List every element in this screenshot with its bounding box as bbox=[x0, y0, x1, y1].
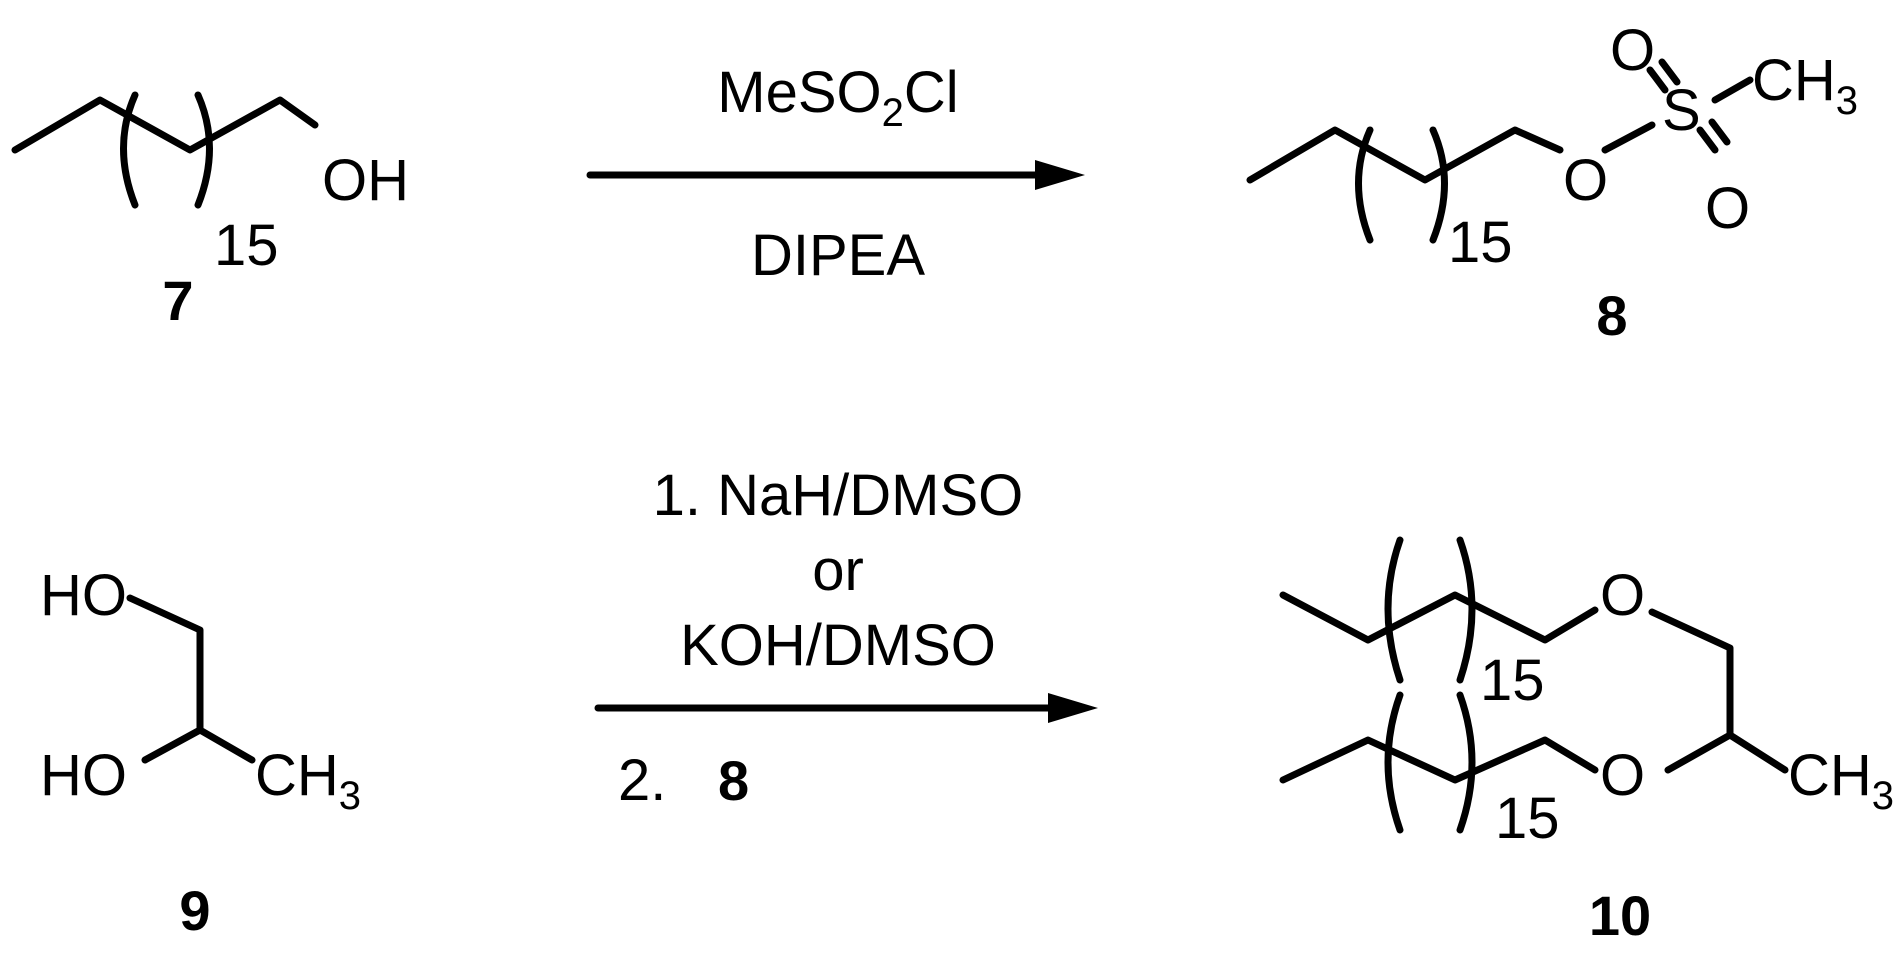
compound-8-o-top-label: O bbox=[1610, 18, 1655, 83]
compound-10-bottom-repeat-bracket-left bbox=[1384, 691, 1404, 834]
reagent-step-1-nah: 1. NaH/DMSO bbox=[653, 463, 1024, 528]
compound-10-top-repeat-bracket-right bbox=[1456, 536, 1476, 684]
compound-7-repeat-count: 15 bbox=[214, 213, 279, 278]
compound-10-bottom-repeat-bracket-right bbox=[1456, 691, 1476, 834]
compound-8-number: 8 bbox=[1596, 284, 1627, 347]
compound-9-methyl-label: CH3 bbox=[255, 743, 361, 818]
compound-10-methyl-label: CH3 bbox=[1788, 743, 1894, 818]
compound-10-bottom-chain-bonds bbox=[1279, 736, 1599, 784]
compound-9-ho-top-label: HO bbox=[40, 563, 127, 628]
reagent-step-2-compound: 8 bbox=[718, 749, 749, 812]
compound-10-structure: O O CH3 15 15 bbox=[1279, 536, 1894, 851]
compound-10-o-top-label: O bbox=[1600, 563, 1645, 628]
reagent-koh: KOH/DMSO bbox=[680, 613, 996, 678]
reaction-arrow-2 bbox=[594, 693, 1098, 723]
compound-8-s-ch3-bond bbox=[1711, 76, 1754, 104]
compound-7-chain-bonds bbox=[11, 96, 319, 154]
compound-9-number: 9 bbox=[179, 879, 210, 942]
compound-10-number: 10 bbox=[1589, 884, 1651, 947]
compound-8-chain-bonds bbox=[1246, 126, 1564, 184]
reagent-step-2-label: 2. bbox=[618, 748, 666, 813]
compound-7-number: 7 bbox=[162, 269, 193, 332]
compound-9-ho-bottom-label: HO bbox=[40, 743, 127, 808]
compound-8-s-o-top-double-bond bbox=[1646, 58, 1681, 94]
compound-8-sulfur-label: S bbox=[1662, 78, 1701, 143]
compound-8-o-bottom-label: O bbox=[1705, 176, 1750, 241]
compound-9-structure: HO HO CH3 bbox=[40, 563, 361, 818]
compound-10-top-repeat-count: 15 bbox=[1480, 648, 1545, 713]
compound-7-repeat-bracket-left bbox=[120, 91, 139, 209]
compound-8-repeat-count: 15 bbox=[1448, 210, 1513, 275]
reaction-arrow-1 bbox=[586, 160, 1085, 190]
reagent-mesyl-chloride: MeSO2Cl bbox=[717, 60, 958, 135]
compound-10-backbone-bonds bbox=[1648, 608, 1789, 774]
compound-10-o-bottom-label: O bbox=[1600, 743, 1645, 808]
compound-7-hydroxyl-label: OH bbox=[322, 148, 409, 213]
compound-8-o-s-bond bbox=[1601, 121, 1656, 154]
compound-8-repeat-bracket-left bbox=[1355, 126, 1374, 244]
compound-10-bottom-repeat-count: 15 bbox=[1495, 786, 1560, 851]
compound-8-repeat-bracket-right bbox=[1429, 126, 1448, 244]
compound-9-bonds bbox=[126, 594, 256, 764]
compound-7-structure: OH 15 bbox=[11, 91, 409, 278]
compound-7-repeat-bracket-right bbox=[194, 91, 213, 209]
reagent-or-label: or bbox=[812, 538, 864, 603]
compound-10-top-chain-bonds bbox=[1279, 591, 1599, 644]
compound-8-structure: O S O O CH3 15 bbox=[1246, 18, 1858, 275]
compound-10-top-repeat-bracket-left bbox=[1384, 536, 1404, 684]
compound-8-o-link-label: O bbox=[1563, 148, 1608, 213]
reagent-dipea: DIPEA bbox=[751, 223, 925, 288]
compound-8-s-o-bottom-double-bond bbox=[1696, 118, 1731, 154]
compound-8-methyl-label: CH3 bbox=[1752, 48, 1858, 123]
